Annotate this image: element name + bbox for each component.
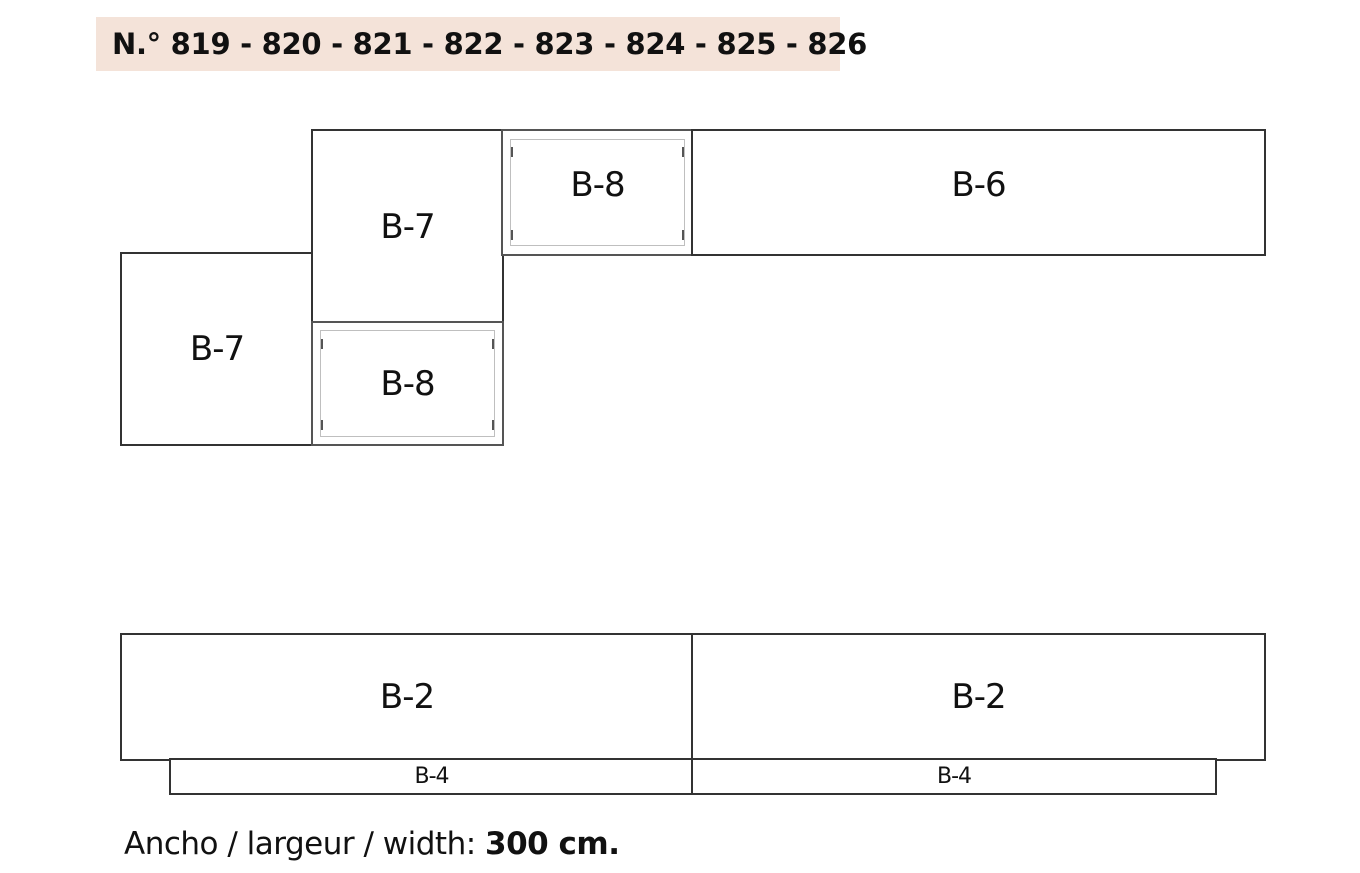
glass-frame xyxy=(510,139,685,246)
module-b7-top: B-7 xyxy=(311,129,504,324)
module-label: B-7 xyxy=(380,206,435,247)
hinge-icon xyxy=(321,339,323,349)
glass-frame xyxy=(320,330,495,437)
hinge-icon xyxy=(682,230,684,240)
hinge-icon xyxy=(682,147,684,157)
hinge-icon xyxy=(492,339,494,349)
module-b8-lower: B-8 xyxy=(311,321,504,446)
hinge-icon xyxy=(492,420,494,430)
module-b4-right: B-4 xyxy=(691,758,1217,795)
module-b2-right: B-2 xyxy=(691,633,1266,761)
module-label: B-2 xyxy=(379,677,435,717)
module-label: B-8 xyxy=(570,164,625,205)
module-b8-upper: B-8 xyxy=(501,129,694,256)
page-title: N.° 819 - 820 - 821 - 822 - 823 - 824 - … xyxy=(112,27,868,61)
module-b6: B-6 xyxy=(691,129,1266,256)
module-b4-left: B-4 xyxy=(169,758,694,795)
module-label: B-6 xyxy=(951,164,1006,205)
module-label: B-4 xyxy=(414,764,449,789)
hinge-icon xyxy=(321,420,323,430)
module-label: B-7 xyxy=(189,329,245,369)
width-label: Ancho / largeur / width: xyxy=(124,826,486,862)
module-b2-left: B-2 xyxy=(120,633,694,761)
module-label: B-8 xyxy=(380,363,435,404)
title-bar: N.° 819 - 820 - 821 - 822 - 823 - 824 - … xyxy=(96,17,867,71)
width-value: 300 cm. xyxy=(485,826,620,862)
module-label: B-4 xyxy=(936,764,972,789)
width-caption: Ancho / largeur / width: 300 cm. xyxy=(124,826,620,862)
hinge-icon xyxy=(511,147,513,157)
hinge-icon xyxy=(511,230,513,240)
module-label: B-2 xyxy=(951,677,1006,717)
module-b7-left: B-7 xyxy=(120,252,314,446)
